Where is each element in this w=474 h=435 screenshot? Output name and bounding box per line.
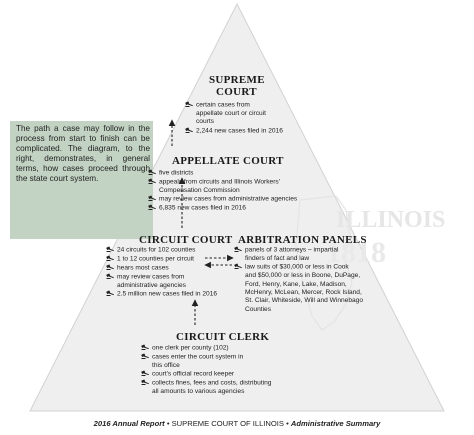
footer-summary: Administrative Summary <box>290 419 381 428</box>
list-item-text: court's official record keeper <box>152 370 235 378</box>
gavel-icon <box>141 379 150 386</box>
gavel-icon <box>141 353 150 359</box>
list-item: 6,835 new cases filed in 2016 <box>148 204 297 213</box>
list-item-text: appeals from circuits and Illinois Worke… <box>159 178 280 186</box>
illinois-outline-watermark <box>295 195 353 331</box>
list-item-continuation: Compensation Commission <box>148 187 297 195</box>
supreme-court-title-line1: SUPREME <box>209 74 265 86</box>
list-item-text: 2,244 new cases filed in 2016 <box>196 127 283 135</box>
list-item-continuation: Counties <box>234 306 363 314</box>
list-item-continuation: finders of fact and law <box>234 255 363 263</box>
footer-separator-2: • <box>283 419 291 428</box>
gavel-icon <box>141 344 150 350</box>
gavel-icon <box>141 370 150 377</box>
list-item-text: Ford, Henry, Kane, Lake, Madison, <box>245 280 347 288</box>
list-item-text: collects fines, fees and costs, distribu… <box>152 379 272 387</box>
gavel-icon <box>106 264 115 270</box>
list-item: collects fines, fees and costs, distribu… <box>141 379 271 388</box>
watermark-year: 1818 <box>326 236 386 269</box>
list-item-text: 2.5 million new cases filed in 2016 <box>117 290 218 298</box>
list-item: law suits of $30,000 or less in Cook <box>234 263 363 272</box>
gavel-icon <box>185 101 194 107</box>
gavel-icon <box>148 169 157 175</box>
list-item: 24 circuits for 102 counties <box>106 246 217 255</box>
gavel-icon <box>234 246 243 252</box>
list-item-text: 1 to 12 counties per circuit <box>117 255 194 263</box>
list-item-continuation: administrative agencies <box>106 282 217 290</box>
gavel-icon <box>148 204 157 211</box>
list-item-text: one clerk per county (102) <box>152 344 229 352</box>
list-item-continuation: all amounts to various agencies <box>141 388 271 396</box>
list-item-text: courts <box>196 118 214 126</box>
list-item: appeals from circuits and Illinois Worke… <box>148 178 297 187</box>
list-item-text: administrative agencies <box>117 281 186 289</box>
list-item-text: finders of fact and law <box>245 254 310 262</box>
list-item: certain cases from <box>185 101 283 110</box>
list-item: may review cases from <box>106 273 217 282</box>
appellate-court-title: APPELLATE COURT <box>172 155 284 167</box>
circuit-clerk-title: CIRCUIT CLERK <box>176 331 270 343</box>
list-item: 2,244 new cases filed in 2016 <box>185 127 283 136</box>
list-item-text: certain cases from <box>196 101 250 109</box>
footer: 2016 Annual Report • SUPREME COURT OF IL… <box>0 419 474 428</box>
gavel-icon <box>106 273 115 279</box>
list-item: may review cases from administrative age… <box>148 195 297 204</box>
list-item: court's official record keeper <box>141 370 271 379</box>
list-item-text: St. Clair, Whiteside, Will and Winnebago <box>245 297 364 305</box>
arbitration-panels-title: ARBITRATION PANELS <box>238 234 367 246</box>
list-item-continuation: and $50,000 or less in Boone, DuPage, <box>234 272 363 280</box>
gavel-icon <box>148 195 157 202</box>
list-item-text: law suits of $30,000 or less in Cook <box>245 263 349 271</box>
gavel-icon <box>106 255 115 261</box>
list-item: panels of 3 attorneys – impartial <box>234 246 363 255</box>
list-item: hears most cases <box>106 264 217 273</box>
circuit-court-title: CIRCUIT COURT <box>139 234 233 246</box>
list-item-continuation: Ford, Henry, Kane, Lake, Madison, <box>234 281 363 289</box>
list-item-text: may review cases from administrative age… <box>159 195 298 203</box>
explanation-callout <box>10 121 153 239</box>
list-item-continuation: McHenry, McLean, Mercer, Rock Island, <box>234 289 363 297</box>
list-item-text: panels of 3 attorneys – impartial <box>245 246 339 254</box>
list-item-continuation: courts <box>185 118 283 126</box>
list-item-text: cases enter the court system in <box>152 353 244 361</box>
list-item-text: this office <box>152 361 180 369</box>
circuit-clerk-items: one clerk per county (102)cases enter th… <box>141 344 271 396</box>
list-item-continuation: appellate court or circuit <box>185 110 283 118</box>
list-item-text: McHenry, McLean, Mercer, Rock Island, <box>245 289 362 297</box>
gavel-icon <box>148 178 157 184</box>
explanation-text: The path a case may follow in the proces… <box>16 124 150 183</box>
list-item-text: all amounts to various agencies <box>152 388 245 396</box>
supreme-court-title-line2: COURT <box>216 86 257 98</box>
footer-report: 2016 Annual Report <box>93 419 165 428</box>
watermark-text: ILLINOIS <box>336 207 445 233</box>
list-item: 1 to 12 counties per circuit <box>106 255 217 264</box>
list-item-text: Counties <box>245 305 272 313</box>
list-item-text: hears most cases <box>117 264 169 272</box>
list-item-text: may review cases from <box>117 273 185 281</box>
gavel-icon <box>106 246 115 252</box>
list-item-text: and $50,000 or less in Boone, DuPage, <box>245 272 361 280</box>
gavel-icon <box>185 127 194 133</box>
list-item: 2.5 million new cases filed in 2016 <box>106 290 217 299</box>
gavel-icon <box>234 263 243 270</box>
footer-court: SUPREME COURT OF ILLINOIS <box>171 419 284 428</box>
gavel-icon <box>106 290 115 297</box>
list-item-text: 6,835 new cases filed in 2016 <box>159 204 246 212</box>
list-item: cases enter the court system in <box>141 353 271 362</box>
list-item-text: Compensation Commission <box>159 186 240 194</box>
list-item-text: five districts <box>159 169 194 177</box>
list-item-continuation: St. Clair, Whiteside, Will and Winnebago <box>234 297 363 305</box>
list-item-continuation: this office <box>141 362 271 370</box>
list-item: one clerk per county (102) <box>141 344 271 353</box>
footer-separator-1: • <box>164 419 172 428</box>
list-item-text: appellate court or circuit <box>196 109 267 117</box>
list-item-text: 24 circuits for 102 counties <box>117 246 196 254</box>
list-item: five districts <box>148 169 297 178</box>
